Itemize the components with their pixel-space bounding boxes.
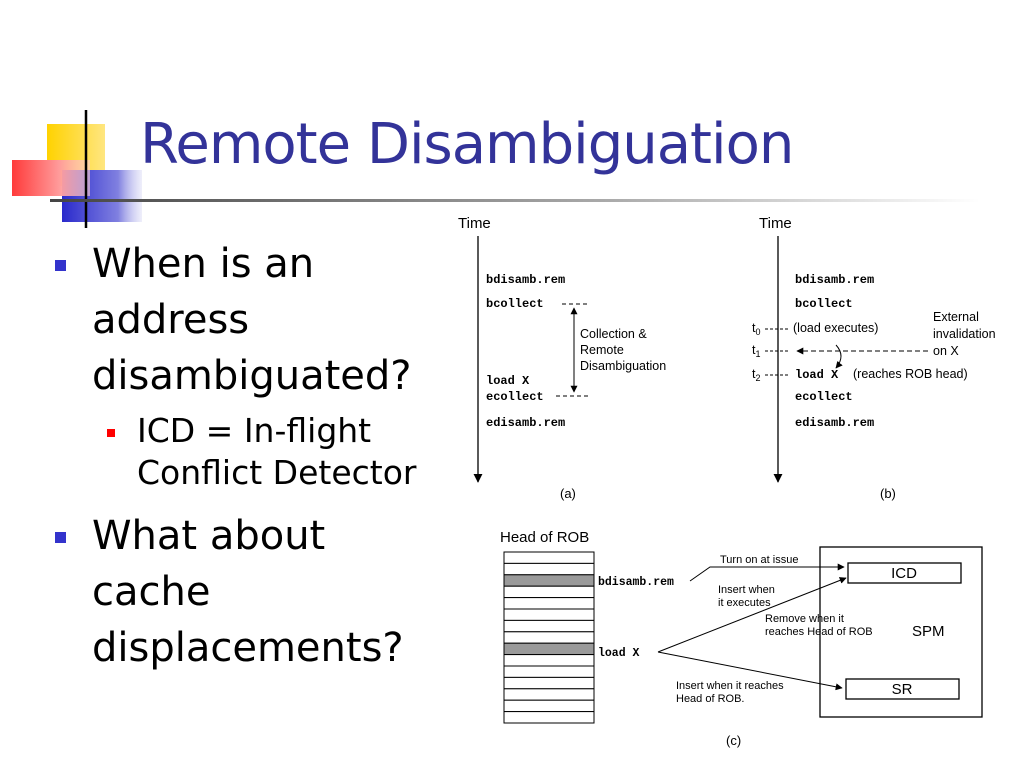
event-load-executes: (load executes) xyxy=(793,321,878,335)
rob-entry xyxy=(503,619,595,633)
bullet-line: When is an xyxy=(92,241,315,287)
bullet-marker xyxy=(55,532,66,543)
insert-exec-arrow xyxy=(657,577,847,653)
insert-head-label: Head of ROB. xyxy=(676,693,744,705)
slide-title: Remote Disambiguation xyxy=(140,112,794,177)
event-bcollect: bcollect xyxy=(486,297,544,311)
icd-label: ICD xyxy=(891,565,917,582)
bullet-line: address xyxy=(92,297,250,343)
insert-exec-label: Insert when xyxy=(718,584,775,596)
event-bcollect: bcollect xyxy=(795,297,853,311)
curved-arrow xyxy=(835,344,843,369)
remove-head-label: reaches Head of ROB xyxy=(765,626,873,638)
span-label-line: Remote xyxy=(580,343,624,357)
bullet-address-disambiguated: When is an address disambiguated? xyxy=(55,236,435,404)
t0-label: t0 xyxy=(752,321,761,337)
insert-head-arrow xyxy=(657,651,843,691)
event-reaches-rob-head: (reaches ROB head) xyxy=(853,367,968,381)
event-edisamb-rem: edisamb.rem xyxy=(795,416,874,430)
bullet-marker xyxy=(55,260,66,271)
time-label: Time xyxy=(759,215,792,232)
bullet-list: When is an address disambiguated? ICD = … xyxy=(55,236,435,682)
rob-entry xyxy=(503,665,595,678)
insert-head-label: Insert when it reaches xyxy=(676,680,784,692)
icd-box xyxy=(847,562,962,584)
span-label-line: Collection & xyxy=(580,327,647,341)
external-label-line: on X xyxy=(933,344,959,358)
panel-a: Time bdisamb.rem bcollect load X ecollec… xyxy=(458,215,666,501)
rob-entry xyxy=(503,551,595,564)
time-label: Time xyxy=(458,215,491,232)
turn-on-arrow xyxy=(689,563,845,582)
remove-head-label: Remove when it xyxy=(765,613,844,625)
rob-entry xyxy=(503,688,595,701)
bullet-line: Conflict Detector xyxy=(137,453,417,492)
bullet-line: ICD = In-flight xyxy=(137,411,372,450)
turn-on-label: Turn on at issue xyxy=(720,554,798,566)
sr-box xyxy=(845,678,960,700)
rob-entry xyxy=(503,631,595,644)
bullet-line: disambiguated? xyxy=(92,353,412,399)
title-rule xyxy=(50,199,980,202)
t1-label: t1 xyxy=(752,343,761,359)
rob-entry-bdisamb-rem: bdisamb.rem xyxy=(598,576,674,589)
caption-c: (c) xyxy=(726,733,741,748)
rob-entry xyxy=(503,585,595,599)
red-square xyxy=(12,160,90,196)
event-ecollect: ecollect xyxy=(486,390,544,404)
event-edisamb-rem: edisamb.rem xyxy=(486,416,565,430)
rob-entry xyxy=(503,562,595,576)
rob-label: Head of ROB xyxy=(500,529,589,546)
rob-entry xyxy=(503,711,595,724)
bullet-line: What about xyxy=(92,513,326,559)
rob-entry xyxy=(503,654,595,667)
rob-entry xyxy=(503,608,595,621)
bullet-line: displacements? xyxy=(92,625,404,671)
caption-b: (b) xyxy=(880,486,896,501)
rob-entry xyxy=(503,597,595,610)
panel-c: Head of ROB bdisamb.rem load X ICD SPM S… xyxy=(500,529,983,748)
rob-entry-load-x: load X xyxy=(598,647,640,660)
span-label-line: Disambiguation xyxy=(580,359,666,373)
title-decoration xyxy=(12,110,980,228)
caption-a: (a) xyxy=(560,486,576,501)
sub-bullet-marker xyxy=(107,429,115,437)
insert-exec-label: it executes xyxy=(718,597,771,609)
event-bdisamb-rem: bdisamb.rem xyxy=(486,273,565,287)
rob-stack xyxy=(503,551,595,724)
rob-entry-shaded xyxy=(503,642,595,656)
external-label-line: invalidation xyxy=(933,327,996,341)
rob-entry xyxy=(503,676,595,690)
sr-label: SR xyxy=(892,681,913,698)
external-label-line: External xyxy=(933,310,979,324)
event-ecollect: ecollect xyxy=(795,390,853,404)
rob-entry xyxy=(503,699,595,713)
event-load-x: load X xyxy=(486,374,530,388)
bullet-cache-displacements: What about cache displacements? xyxy=(55,508,435,676)
event-bdisamb-rem: bdisamb.rem xyxy=(795,273,874,287)
bullet-line: cache xyxy=(92,569,211,615)
sub-bullet-icd: ICD = In-flight Conflict Detector xyxy=(55,410,435,494)
spm-label: SPM xyxy=(912,623,945,640)
panel-b: Time bdisamb.rem bcollect t0 (load execu… xyxy=(752,215,996,501)
rob-entry-shaded xyxy=(503,574,595,587)
event-load-x: load X xyxy=(795,368,839,382)
t2-label: t2 xyxy=(752,367,761,383)
